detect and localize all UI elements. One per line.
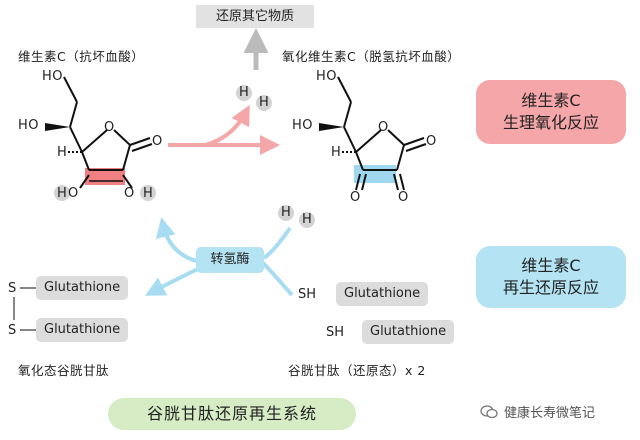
vitamin-c-structure	[45, 76, 153, 189]
watermark: 健康长寿微笔记	[480, 402, 595, 421]
h-atom-bubble-right	[140, 185, 156, 201]
h-bubble-top-2	[256, 95, 272, 111]
arrow-hydrogen-in	[262, 226, 292, 260]
reduced-glutathione-label: 谷胱甘肽（还原态）x 2	[288, 363, 426, 378]
glutathione-pill-reduced-1: Glutathione	[336, 282, 429, 306]
atom-o-ketone-1: O	[350, 190, 361, 205]
atom-ho-top-right: HO	[316, 69, 338, 84]
watermark-text: 健康长寿微笔记	[504, 406, 596, 421]
hydrogen-top-2: H	[259, 95, 270, 110]
arrow-from-reduced-gsh	[260, 260, 294, 297]
arrow-to-oxidized-gsh	[144, 266, 201, 296]
atom-h-chiral-right: H	[331, 145, 342, 160]
atom-o-carbonyl-left: O	[152, 134, 163, 149]
atom-o-oh-left: O	[68, 186, 79, 201]
sulfur-bottom: S	[8, 323, 17, 338]
h-bubble-mid-1	[278, 205, 294, 221]
atom-o-carbonyl-right: O	[426, 134, 437, 149]
dha-label: 氧化维生素C（脱氢抗坏血酸）	[282, 49, 461, 64]
atom-o-ring-left: O	[104, 120, 115, 135]
glutathione-system-title: 谷胱甘肽还原再生系统	[108, 398, 356, 430]
hydrogen-top-1: H	[239, 85, 250, 100]
h-bubble-mid-2	[299, 212, 315, 228]
regeneration-reaction-badge: 维生素C 再生还原反应	[476, 246, 626, 308]
transhydrogenase-label: 转氢酶	[196, 247, 264, 273]
oxidation-badge-line2: 生理氧化反应	[502, 113, 599, 132]
oxidized-glutathione-label: 氧化态谷胱甘肽	[18, 363, 110, 378]
diketone-highlight	[354, 165, 396, 183]
vitamin-c-label: 维生素C（抗坏血酸）	[18, 49, 145, 64]
h-bubble-top-1	[236, 85, 252, 101]
atom-o-ketone-2: O	[398, 190, 409, 205]
glutathione-pill-oxidized-2: Glutathione	[36, 318, 129, 342]
h-atom-bubble-left	[54, 185, 70, 201]
atom-h-chiral-left: H	[57, 145, 68, 160]
hydrogen-mid-2: H	[302, 212, 313, 227]
sulfur-top: S	[8, 281, 17, 296]
sh-group-1: SH	[298, 287, 317, 302]
oxidation-badge-line1: 维生素C	[521, 91, 581, 110]
hydrogen-mid-1: H	[281, 205, 292, 220]
atom-h-oh-left: H	[57, 186, 68, 201]
atom-o-oh-right: O	[124, 186, 135, 201]
arrow-regeneration-up	[155, 217, 201, 264]
dehydroascorbic-structure	[319, 76, 427, 191]
sh-group-2: SH	[326, 325, 345, 340]
arrow-release-hydrogen	[204, 104, 250, 147]
oxidation-reaction-badge: 维生素C 生理氧化反应	[476, 80, 626, 144]
glutathione-pill-reduced-2: Glutathione	[362, 320, 455, 344]
atom-ho-top-left: HO	[42, 69, 64, 84]
atom-ho-side-right: HO	[292, 118, 314, 133]
atom-ho-side-left: HO	[18, 118, 40, 133]
regeneration-badge-line2: 再生还原反应	[502, 278, 599, 297]
reduce-other-substances-box: 还原其它物质	[196, 5, 314, 28]
glutathione-pill-oxidized-1: Glutathione	[36, 276, 129, 300]
wechat-icon	[480, 404, 498, 418]
regeneration-badge-line1: 维生素C	[521, 256, 581, 275]
atom-o-ring-right: O	[378, 120, 389, 135]
atom-h-oh-right: H	[143, 186, 154, 201]
